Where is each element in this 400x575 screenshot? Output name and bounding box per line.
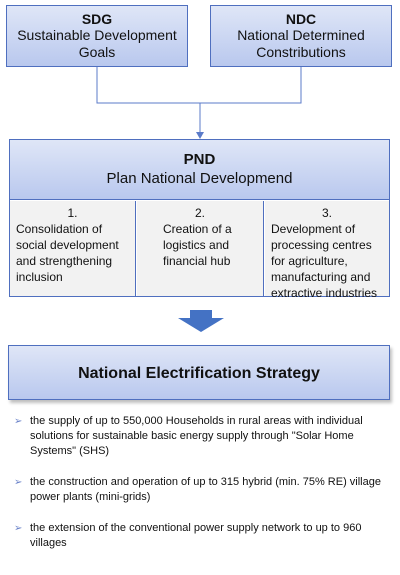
pillar-text: Consolidation of social development and … (16, 222, 119, 284)
ndc-box: NDC National Determined Constributions (210, 5, 392, 67)
strategy-box: National Electrification Strategy (8, 345, 390, 400)
pnd-pillar-2: 2. Creation of a logistics and financial… (137, 201, 264, 296)
ndc-line-1: National Determined (237, 27, 365, 43)
arrow-bullet-icon: ➢ (14, 523, 23, 534)
pnd-pillar-3: 3. Development of processing centres for… (265, 201, 389, 300)
pnd-pillar-1: 1. Consolidation of social development a… (10, 201, 136, 296)
strategy-bullet-list: ➢ the supply of up to 550,000 Households… (14, 414, 394, 567)
sdg-line-1: Sustainable Development (17, 27, 177, 43)
pnd-header: PND Plan National Developmend (10, 140, 389, 200)
connector-arrowhead-icon (196, 132, 204, 139)
sdg-line-2: Goals (78, 44, 116, 60)
bullet-text: the construction and operation of up to … (30, 476, 381, 503)
sdg-connector (96, 67, 200, 104)
sdg-title: SDG (81, 11, 113, 27)
ndc-connector (200, 67, 302, 104)
bullet-text: the supply of up to 550,000 Households i… (30, 415, 363, 457)
sdg-box: SDG Sustainable Development Goals (6, 5, 188, 67)
ndc-title: NDC (285, 11, 317, 27)
list-item: ➢ the construction and operation of up t… (14, 475, 394, 505)
pnd-subtitle: Plan National Developmend (106, 170, 293, 187)
arrow-bullet-icon: ➢ (14, 416, 23, 427)
arrow-bullet-icon: ➢ (14, 477, 23, 488)
pillar-number: 3. (321, 206, 332, 220)
down-arrow-icon (178, 310, 224, 332)
pnd-box: PND Plan National Developmend 1. Consoli… (9, 139, 390, 300)
pillar-number: 2. (194, 206, 205, 220)
strategy-title: National Electrification Strategy (78, 365, 320, 382)
pillar-text: Creation of a logistics and financial hu… (163, 222, 232, 268)
ndc-line-2: Constributions (256, 44, 346, 60)
pillar-number: 1. (67, 206, 78, 220)
pillar-text: Development of processing centres for ag… (271, 222, 378, 300)
list-item: ➢ the extension of the conventional powe… (14, 521, 394, 551)
list-item: ➢ the supply of up to 550,000 Households… (14, 414, 394, 459)
pnd-title: PND (183, 151, 216, 168)
bullet-text: the extension of the conventional power … (30, 522, 362, 549)
connector-lines (96, 67, 302, 139)
